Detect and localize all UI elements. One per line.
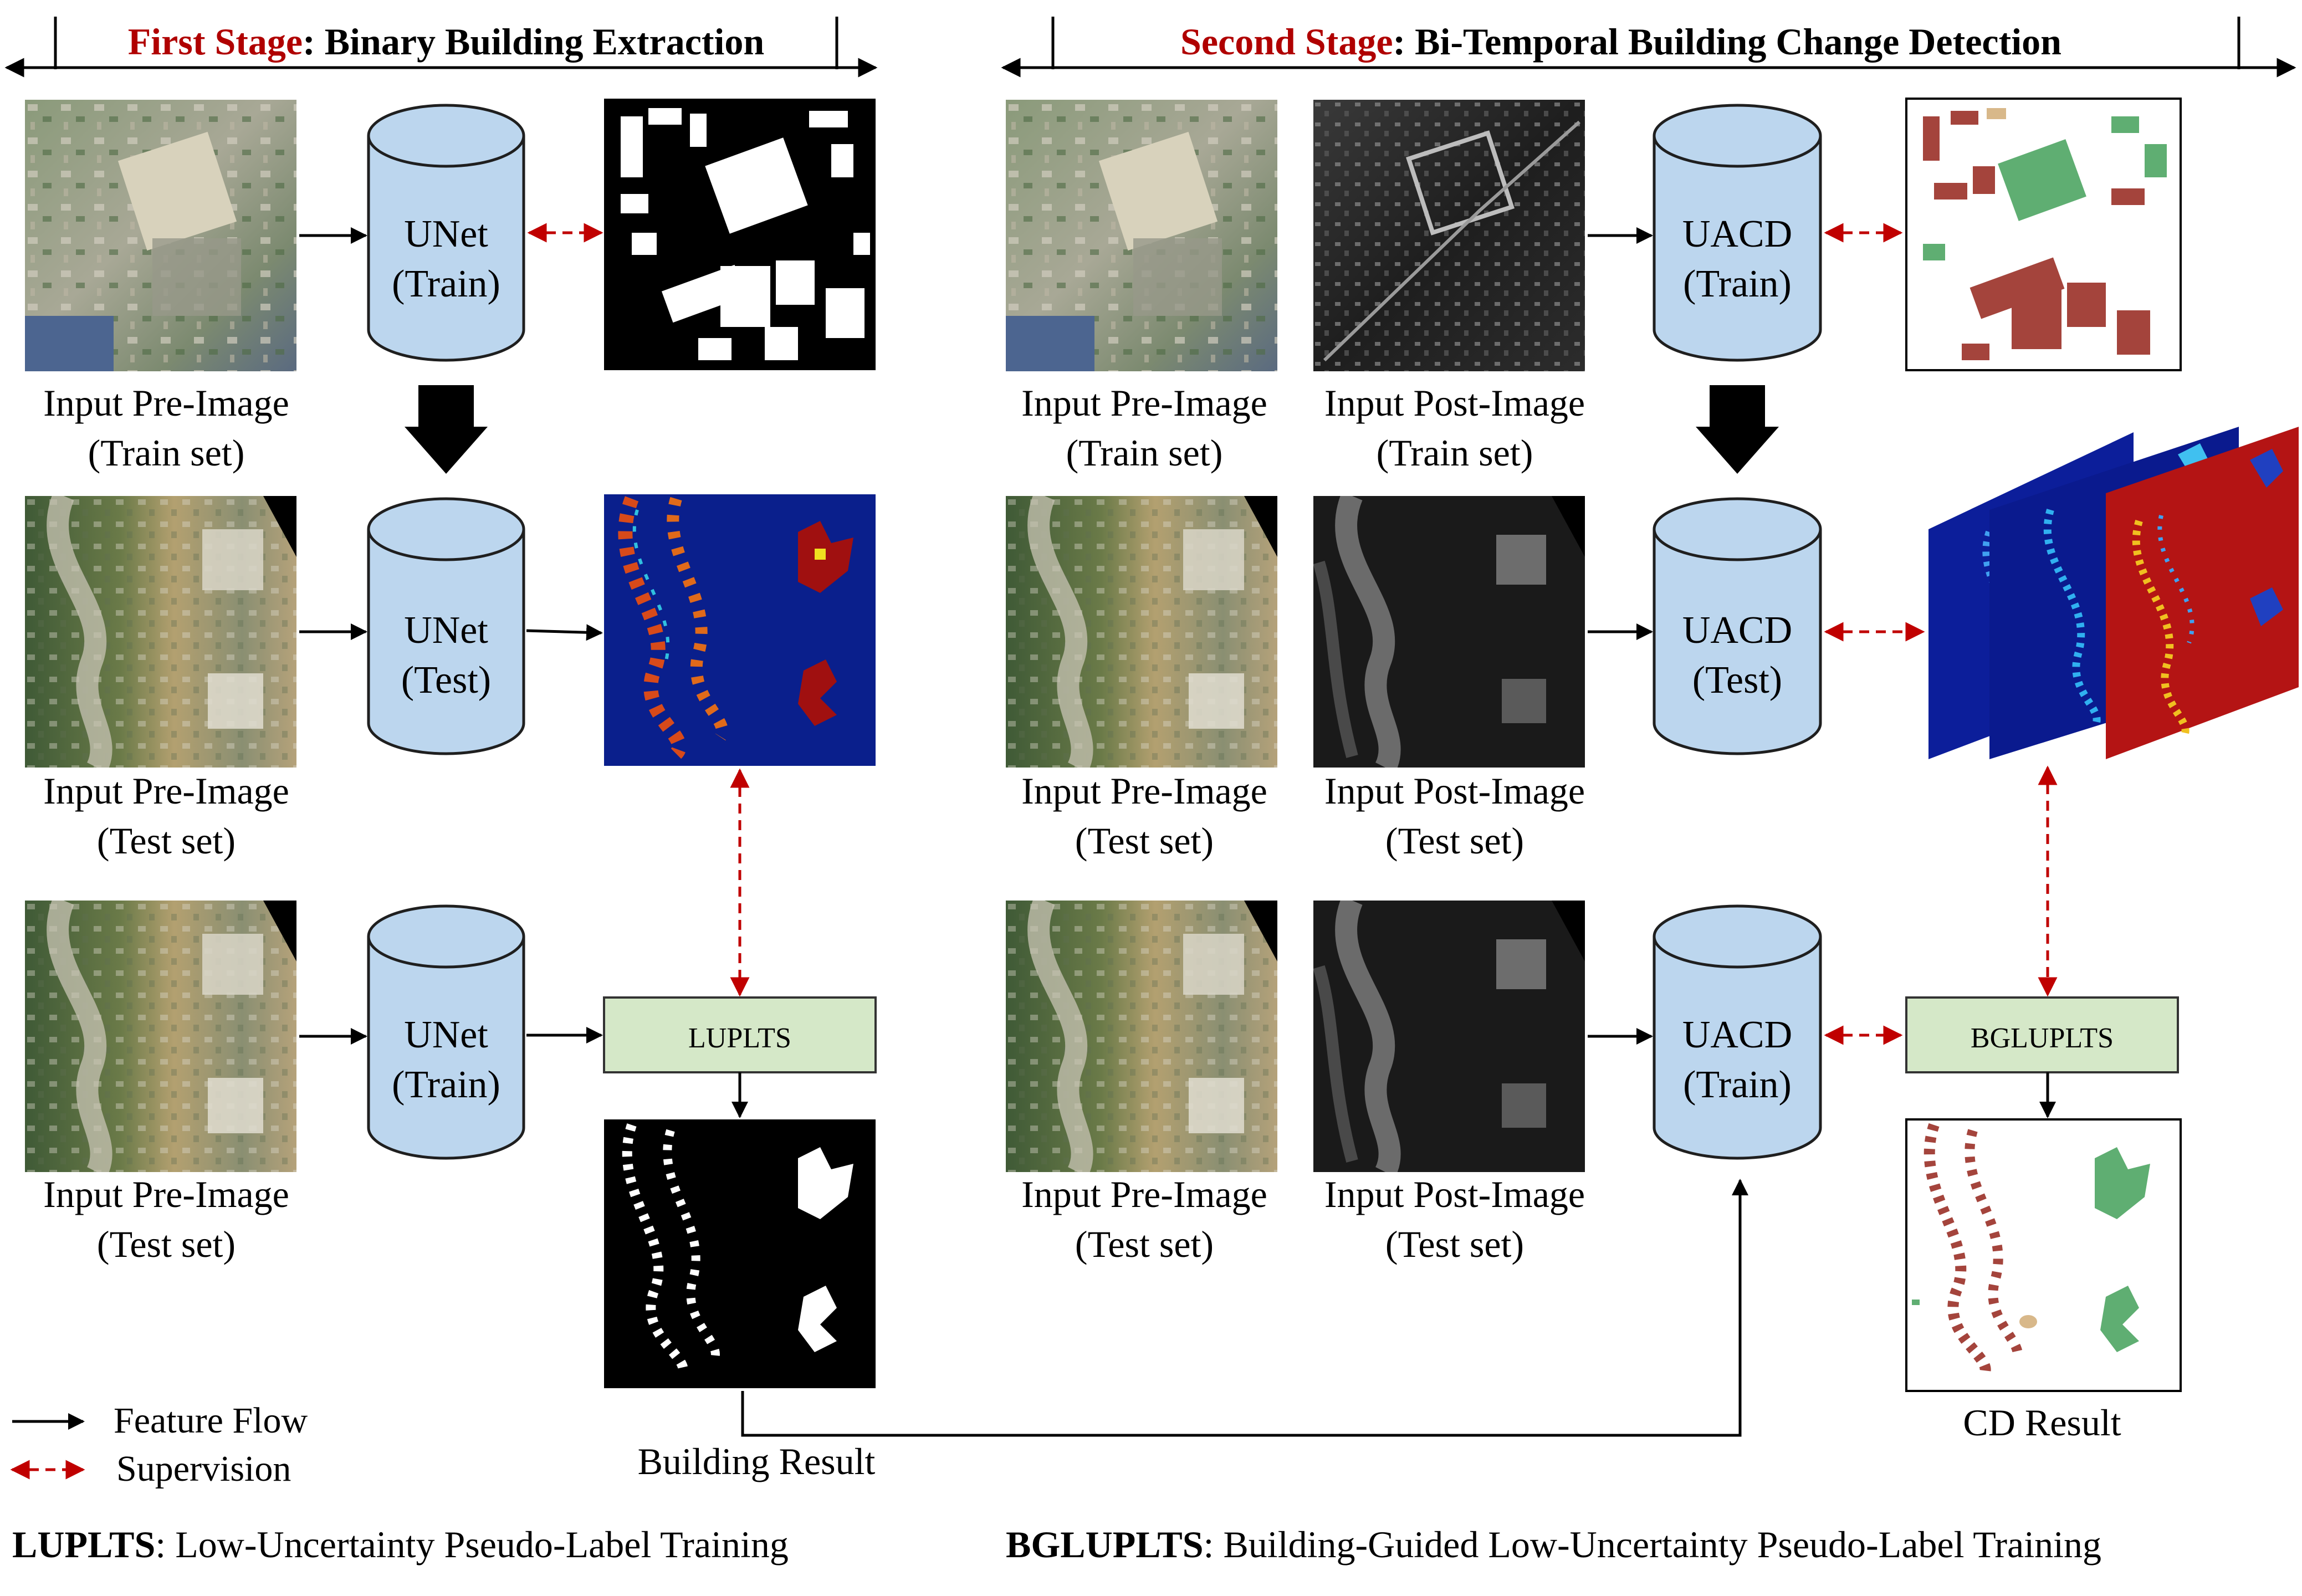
- legend-feature-flow-label: Feature Flow: [114, 1400, 308, 1441]
- s2-row3-pre-image: [1006, 901, 1277, 1172]
- s2-row2-model-cylinder: UACD (Test): [1653, 497, 1822, 755]
- s2-row1-post-label-2: (Train set): [1377, 432, 1533, 474]
- s2-row1-pre-image: [1006, 100, 1277, 371]
- s1-row2-model-cylinder: UNet (Test): [367, 497, 525, 755]
- s2-row3-pre-label-2: (Test set): [1075, 1223, 1214, 1265]
- s2-row1-post-image: [1313, 100, 1585, 371]
- s1-row2-pre-image: [25, 496, 296, 768]
- s2-row3-post-label-2: (Test set): [1385, 1223, 1524, 1265]
- s2-row3-model-name: UACD: [1682, 1014, 1792, 1056]
- s1-row1-label-1: Input Pre-Image: [43, 382, 289, 424]
- s2-row2-pre-label-1: Input Pre-Image: [1021, 770, 1267, 812]
- stage1-title-black: : Binary Building Extraction: [303, 21, 764, 63]
- s2-row1-pre-label-1: Input Pre-Image: [1021, 382, 1267, 424]
- luplts-box: LUPLTS: [603, 996, 877, 1073]
- s2-row1-model-name: UACD: [1682, 213, 1792, 255]
- footnote-luplts-full: Low-Uncertainty Pseudo-Label Training: [175, 1523, 789, 1566]
- s1-row2-model-mode: (Test): [401, 659, 491, 702]
- s2-row1-post-label-1: Input Post-Image: [1324, 382, 1585, 424]
- footnote-luplts-abbr: LUPLTS: [12, 1523, 155, 1566]
- s1-row2-model-name: UNet: [404, 609, 488, 652]
- s1-row1-model-cylinder: UNet (Train): [367, 104, 525, 362]
- s2-row3-model-cylinder: UACD (Train): [1653, 904, 1822, 1160]
- s2-row2-post-image: [1313, 496, 1585, 768]
- s1-row3-pre-image: [25, 901, 296, 1172]
- s1-row1-label-2: (Train set): [88, 432, 245, 474]
- footnote-luplts: LUPLTS: Low-Uncertainty Pseudo-Label Tra…: [12, 1523, 789, 1566]
- building-result-to-uacd-arrow: [741, 1179, 1748, 1437]
- s2-row3-post-image: [1313, 901, 1585, 1172]
- s2-row2-pre-label-2: (Test set): [1075, 820, 1214, 862]
- s1-row1-model-mode: (Train): [392, 263, 500, 305]
- footnote-bgluplts: BGLUPLTS: Building-Guided Low-Uncertaint…: [1006, 1523, 2101, 1566]
- s1-row2-label-1: Input Pre-Image: [43, 770, 289, 812]
- stage2-title: Second Stage: Bi-Temporal Building Chang…: [1180, 21, 2061, 63]
- building-result-label: Building Result: [638, 1440, 876, 1482]
- legend: Feature Flow Supervision: [10, 1400, 308, 1489]
- s2-row3-model-mode: (Train): [1683, 1063, 1792, 1106]
- s1-row3-label-2: (Test set): [97, 1223, 236, 1265]
- s1-row3-model-cylinder: UNet (Train): [367, 904, 525, 1160]
- stage2-title-bar: Second Stage: Bi-Temporal Building Chang…: [1001, 17, 2296, 78]
- s1-row3-label-1: Input Pre-Image: [43, 1173, 289, 1215]
- s1-row3-model-name: UNet: [404, 1014, 488, 1056]
- s1-row2-label-2: (Test set): [97, 820, 236, 862]
- bgluplts-box-label: BGLUPLTS: [1971, 1022, 2114, 1054]
- footnotes: LUPLTS: Low-Uncertainty Pseudo-Label Tra…: [12, 1523, 2101, 1566]
- s1-row1-model-name: UNet: [404, 213, 488, 255]
- stage1-title: First Stage: Binary Building Extraction: [128, 21, 764, 63]
- cd-result-label: CD Result: [1963, 1401, 2121, 1444]
- stage1-title-bar: First Stage: Binary Building Extraction: [4, 17, 878, 78]
- s2-row2-post-label-1: Input Post-Image: [1324, 770, 1585, 812]
- s2-row2-model-mode: (Test): [1692, 659, 1782, 702]
- s1-row2-flow-arrow-out: [526, 624, 603, 641]
- s2-row1-pre-label-2: (Train set): [1066, 432, 1223, 474]
- s2-row2-pre-image: [1006, 496, 1277, 768]
- s2-row1-change-label-map: [1905, 98, 2182, 371]
- cd-result-map: [1905, 1118, 2182, 1392]
- legend-supervision-label: Supervision: [116, 1449, 291, 1489]
- s2-row2-uncertainty-stack: [1928, 427, 2299, 759]
- s1-row2-uncertainty-heatmap: [604, 494, 876, 766]
- footnote-bgluplts-abbr: BGLUPLTS: [1006, 1523, 1204, 1566]
- s2-row1-model-cylinder: UACD (Train): [1653, 104, 1822, 362]
- s2-row3-post-label-1: Input Post-Image: [1324, 1173, 1585, 1215]
- s1-down-arrow: [405, 385, 488, 474]
- s2-row2-post-label-2: (Test set): [1385, 820, 1524, 862]
- s2-row2-model-name: UACD: [1682, 609, 1792, 652]
- s1-row3-model-mode: (Train): [392, 1063, 500, 1106]
- luplts-box-label: LUPLTS: [688, 1022, 791, 1054]
- s2-row1-model-mode: (Train): [1683, 263, 1792, 305]
- s2-down-arrow: [1696, 385, 1779, 474]
- stage1-title-red: First Stage: [128, 21, 303, 63]
- s2-row3-pre-label-1: Input Pre-Image: [1021, 1173, 1267, 1215]
- s1-row1-building-mask: [604, 99, 876, 370]
- footnote-bgluplts-full: Building-Guided Low-Uncertainty Pseudo-L…: [1223, 1523, 2101, 1566]
- s1-row1-pre-image: [25, 100, 296, 371]
- bgluplts-box: BGLUPLTS: [1905, 996, 2179, 1073]
- building-result-mask: [604, 1119, 876, 1388]
- stage2-title-black: : Bi-Temporal Building Change Detection: [1393, 21, 2061, 63]
- stage2-title-red: Second Stage: [1180, 21, 1393, 63]
